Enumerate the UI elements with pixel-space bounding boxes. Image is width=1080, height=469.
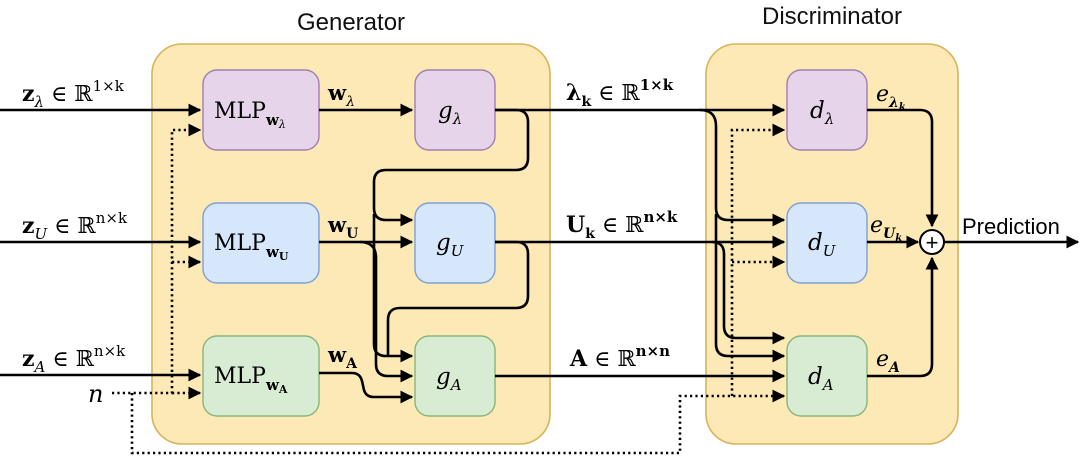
input-z-a-sub: A — [33, 358, 46, 376]
mlp-a-text: MLP — [214, 364, 266, 389]
mlp-u-label: MLPwU — [214, 231, 289, 263]
d-a-var: d — [808, 364, 823, 390]
mlp-a-sub: w — [265, 376, 280, 394]
output-a-sup: n×n — [636, 342, 670, 360]
output-lambda-k-in: ∈ ℝ — [591, 81, 640, 106]
weight-u-sub: U — [346, 226, 358, 242]
input-z-a-var: z — [22, 346, 35, 372]
output-label-a: A ∈ ℝn×n — [569, 342, 670, 372]
output-label-u-k: Uk ∈ ℝn×k — [566, 208, 678, 242]
edge-d-lambda-to-sum — [867, 108, 939, 228]
embedding-label-lambda: eλk — [876, 82, 906, 113]
d-u-label: dU — [808, 230, 837, 260]
d-lambda-sub: λ — [824, 110, 835, 128]
output-u-k-sup: n×k — [643, 208, 677, 226]
output-lambda-k-sup: 1×k — [640, 76, 674, 94]
d-lambda-label: dλ — [810, 98, 834, 128]
e-lambda-var: e — [876, 82, 889, 107]
output-lambda-k-sub: k — [581, 94, 591, 110]
mlp-a-subsub: A — [278, 383, 288, 396]
d-a-sub: A — [821, 376, 834, 394]
input-n-label: n — [88, 380, 103, 408]
mlp-lambda-label: MLPwλ — [214, 99, 286, 131]
e-a-sub: A — [887, 360, 900, 376]
edge-g-lambda-to-g-a — [372, 214, 414, 363]
edge-w-u-to-g-a — [359, 240, 414, 383]
weight-lambda-var: w — [327, 80, 347, 105]
input-z-a-in: ∈ ℝ — [45, 347, 94, 372]
mlp-lambda-text: MLP — [214, 99, 266, 124]
g-lambda-sub: λ — [452, 110, 463, 128]
output-label-lambda-k: λk ∈ ℝ1×k — [566, 76, 674, 110]
mlp-u-subsub: U — [279, 250, 289, 263]
input-z-u-var: z — [22, 213, 35, 239]
edge-d-a-to-sum — [867, 256, 939, 378]
e-lambda-subsub: k — [899, 102, 906, 113]
edge-mlp-a-to-g-a — [319, 371, 414, 404]
g-a-sub: A — [449, 376, 462, 394]
mlp-a-label: MLPwA — [214, 364, 288, 396]
weight-a-sub: A — [345, 356, 358, 372]
embedding-label-u: eUk — [870, 213, 902, 244]
weight-u-var: w — [327, 212, 347, 237]
mlp-lambda-subsub: λ — [278, 118, 286, 131]
prediction-label: Prediction — [962, 214, 1060, 239]
g-lambda-label: gλ — [438, 98, 462, 128]
input-z-u-sub: U — [35, 225, 49, 243]
input-z-a-sup: n×k — [94, 342, 126, 360]
input-label-z-a: zA ∈ ℝn×k — [22, 342, 126, 376]
e-u-subsub: k — [895, 233, 902, 244]
g-u-label: gU — [436, 230, 465, 260]
mlp-lambda-sub: w — [265, 111, 280, 129]
edge-n-to-mlp-lambda — [112, 123, 202, 395]
edge-u-to-d-a — [711, 240, 786, 345]
input-z-lambda-sub: λ — [34, 93, 45, 111]
e-u-sub: U — [883, 226, 896, 242]
g-lambda-var: g — [438, 98, 453, 124]
weight-lambda-sub: λ — [345, 94, 355, 110]
e-u-var: e — [870, 213, 883, 238]
weight-label-lambda: wλ — [327, 80, 355, 110]
input-z-u-in: ∈ ℝ — [47, 214, 96, 239]
e-a-var: e — [876, 347, 889, 372]
output-a-var: A — [569, 346, 588, 372]
weight-a-var: w — [327, 342, 347, 367]
output-lambda-k-var: λ — [566, 80, 581, 106]
output-a-in: ∈ ℝ — [587, 347, 636, 372]
input-label-z-lambda: zλ ∈ ℝ1×k — [22, 77, 125, 111]
d-lambda-var: d — [810, 98, 825, 124]
g-a-var: g — [436, 364, 451, 390]
discriminator-title: Discriminator — [762, 3, 902, 30]
output-u-k-var: U — [566, 212, 585, 238]
mlp-u-text: MLP — [214, 231, 266, 256]
edge-g-u-to-g-a — [386, 240, 530, 356]
input-z-lambda-var: z — [22, 81, 35, 107]
edge-n-to-d-lambda — [730, 123, 786, 396]
input-z-lambda-in: ∈ ℝ — [44, 82, 93, 107]
edge-lambda-to-d-a — [714, 214, 786, 363]
mlp-a-node — [202, 335, 320, 417]
input-z-u-sup: n×k — [96, 209, 128, 227]
output-u-k-sub: k — [585, 226, 595, 242]
d-u-sub: U — [823, 242, 837, 260]
e-lambda-sub: λ — [888, 95, 899, 111]
g-u-var: g — [436, 230, 451, 256]
input-label-z-u: zU ∈ ℝn×k — [22, 209, 128, 243]
g-a-label: gA — [436, 364, 462, 394]
generator-title: Generator — [297, 9, 405, 36]
d-a-label: dA — [808, 364, 834, 394]
g-u-sub: U — [451, 242, 465, 260]
sum-symbol: + — [926, 230, 939, 255]
edge-lambda-to-d-u — [699, 108, 786, 227]
mlp-u-sub: w — [265, 243, 280, 261]
input-z-lambda-sup: 1×k — [93, 77, 125, 95]
d-u-var: d — [808, 230, 823, 256]
weight-label-u: wU — [327, 212, 358, 242]
embedding-label-a: eA — [876, 347, 900, 376]
edge-n-to-d-a — [130, 389, 786, 455]
weight-label-a: wA — [327, 342, 358, 372]
output-u-k-in: ∈ ℝ — [595, 213, 644, 238]
